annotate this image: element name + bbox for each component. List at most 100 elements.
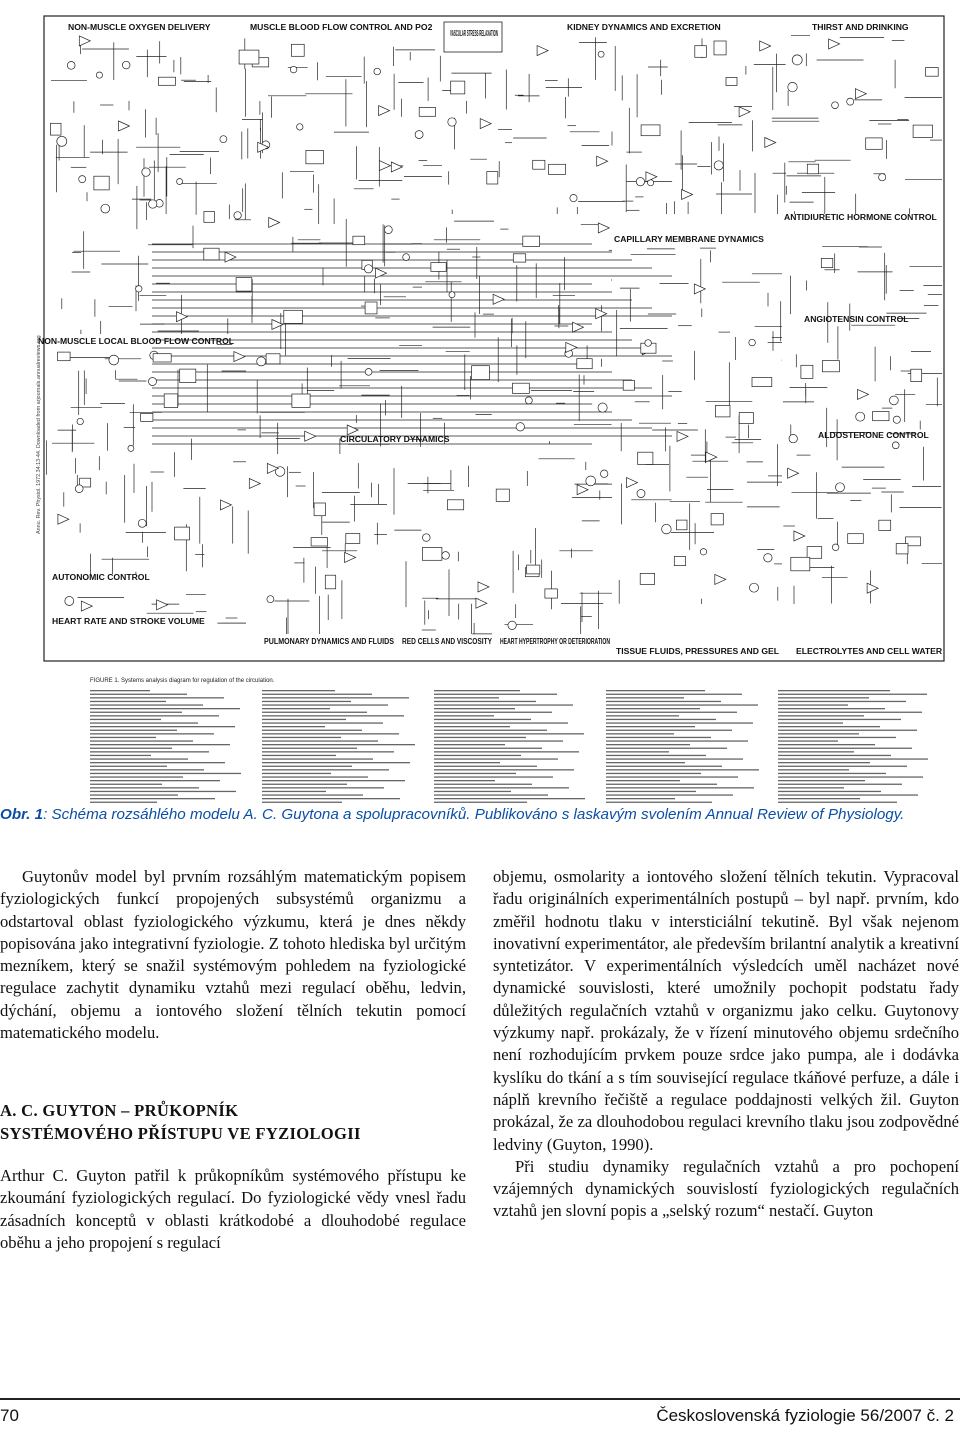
summing-node [764,554,772,562]
summing-node [385,226,393,234]
summing-node [890,396,899,405]
function-block [913,125,932,137]
function-block [306,150,324,163]
left-paragraph-1: Guytonův model byl prvním rozsáhlým mate… [0,866,466,1044]
function-block [94,176,109,190]
integrator-block [537,46,548,56]
integrator-block [157,600,168,610]
summing-node [516,423,524,431]
summing-node [598,403,607,412]
summing-node [96,72,102,78]
block-thirst: THIRST AND DRINKING [812,22,909,32]
summing-node [662,524,672,534]
integrator-block [379,161,390,171]
block-electrolytes: ELECTROLYTES AND CELL WATER [796,646,943,656]
function-block [291,44,304,56]
integrator-block [234,352,245,362]
summing-node [749,339,756,346]
function-block [879,520,891,530]
summing-node [101,204,110,213]
summing-node [832,544,839,551]
summing-node [257,357,266,366]
integrator-block [855,89,866,99]
summing-node [570,195,577,202]
summing-node [138,519,146,527]
block-pulmonary: PULMONARY DYNAMICS AND FLUIDS [264,636,394,646]
function-block [623,380,634,390]
summing-node [856,412,865,421]
summing-node [142,168,150,176]
function-block [896,544,908,554]
summing-node [220,136,227,143]
circuit-diagram: NON-MUSCLE OXYGEN DELIVERY MUSCLE BLOOD … [32,14,948,804]
integrator-block [706,452,717,462]
function-block [204,248,219,260]
function-block [714,41,726,55]
function-block [513,254,525,262]
summing-node [789,434,797,442]
block-kidney: KIDNEY DYNAMICS AND EXCRETION [567,22,721,32]
right-paragraph-1: objemu, osmolarity a iontového složení t… [493,866,959,1156]
summing-node [423,534,431,542]
function-block [284,310,303,323]
function-block [451,81,465,94]
summing-node [750,583,759,592]
integrator-block [858,389,869,399]
function-block [353,236,365,245]
summing-node [65,597,74,606]
function-block [164,394,178,408]
block-vascular-stress: VASCULAR STRESS RELAXATION [444,22,502,52]
integrator-block [305,431,316,441]
integrator-block [379,106,390,116]
function-block [266,354,280,364]
function-block [695,46,707,58]
integrator-block [58,514,69,524]
function-block [204,212,215,223]
block-non-muscle-oxygen: NON-MUSCLE OXYGEN DELIVERY [68,22,211,32]
integrator-block [478,582,489,592]
function-block [419,107,435,116]
integrator-block [176,312,187,322]
function-block [638,452,653,464]
function-block [527,565,540,574]
integrator-block [760,41,771,51]
function-block [807,547,822,559]
block-aldosterone: ALDOSTERONE CONTROL [818,430,929,440]
summing-node [836,483,845,492]
function-block [158,77,175,85]
function-block [513,383,530,393]
function-block [180,369,196,383]
summing-node [403,254,410,261]
function-block [141,413,153,421]
function-block [848,534,864,544]
summing-node [832,102,839,109]
summing-node [893,416,900,423]
integrator-block [391,162,402,172]
integrator-block [739,107,750,117]
summing-node [365,369,372,376]
integrator-block [79,36,90,46]
block-muscle-blood-flow: MUSCLE BLOOD FLOW CONTROL AND PO2 [250,22,433,32]
function-block [50,123,61,135]
function-block [314,503,325,516]
summing-node [586,476,596,486]
function-block [239,50,259,64]
journal-title: Československá fyziologie 56/2007 č. 2 [656,1406,954,1426]
summing-node [267,596,274,603]
legend-intro: FIGURE 1. Systems analysis diagram for r… [90,678,275,684]
integrator-block [682,190,693,200]
right-paragraph-2: Při studiu dynamiky regulačních vztahů a… [493,1156,959,1223]
section-heading-line-1: A. C. GUYTON – PRŮKOPNÍK [0,1100,466,1122]
function-block [577,359,592,369]
caption-text: : Schéma rozsáhlého modelu A. C. Guytona… [43,806,904,823]
function-block [365,302,377,314]
guyton-model-diagram: NON-MUSCLE OXYGEN DELIVERY MUSCLE BLOOD … [32,14,948,804]
function-block [325,575,335,589]
block-capillary: CAPILLARY MEMBRANE DYNAMICS [614,234,764,244]
function-block [549,164,566,174]
summing-node [601,470,608,477]
summing-node [442,552,450,560]
summing-node [847,98,854,105]
function-block [711,514,723,525]
summing-node [136,286,142,292]
